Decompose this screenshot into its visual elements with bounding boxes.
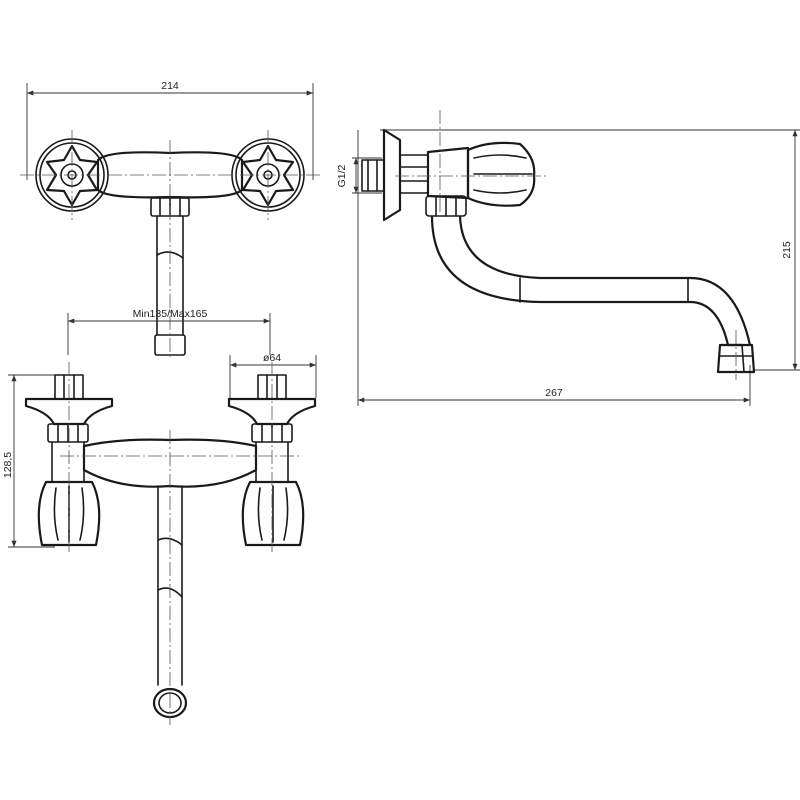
- label-side-length: 267: [545, 387, 563, 399]
- right-handle: [241, 480, 305, 547]
- side-spout-tube: [430, 215, 752, 347]
- left-handle: [37, 480, 101, 547]
- dimension-flange-diameter: ø64: [229, 352, 317, 398]
- side-escutcheon: [382, 128, 402, 222]
- top-spout-tube: [156, 215, 184, 336]
- side-view: 267 215 G1/2: [336, 110, 800, 406]
- side-nut: [399, 154, 429, 194]
- label-top-width: 214: [161, 80, 179, 92]
- side-inlet-nipple: [361, 159, 385, 192]
- label-thread: G1/2: [336, 164, 348, 187]
- dimension-thread: G1/2: [336, 157, 382, 194]
- dimension-front-height: 128,5: [2, 374, 55, 548]
- label-flange-diameter: ø64: [263, 352, 281, 364]
- label-front-height: 128,5: [2, 452, 14, 478]
- dimension-projection: Min135/Max165: [67, 308, 271, 355]
- dimension-top-width: 214: [26, 80, 314, 180]
- dimension-side-length: 267: [357, 130, 751, 406]
- front-body: [82, 438, 258, 488]
- label-side-height: 215: [781, 241, 793, 259]
- side-valve-body: [426, 146, 470, 200]
- front-spout-tube: [157, 485, 183, 686]
- front-view: Min135/Max165 ø64 128,5: [2, 308, 317, 725]
- top-body: [96, 151, 244, 199]
- label-projection: Min135/Max165: [133, 308, 208, 320]
- top-view: 214: [20, 80, 320, 360]
- dimension-side-height: 215: [380, 129, 800, 371]
